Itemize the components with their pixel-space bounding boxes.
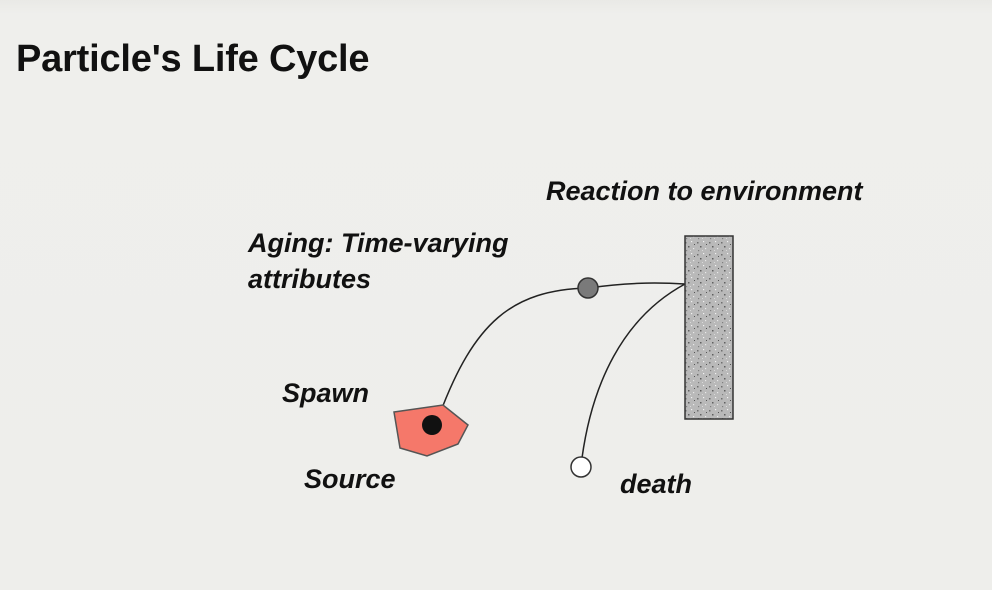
death-label: death <box>620 469 693 499</box>
spawn-particle <box>422 415 442 435</box>
slide-title: Particle's Life Cycle <box>16 38 370 80</box>
source-label: Source <box>304 464 396 494</box>
reaction-label: Reaction to environment <box>546 176 863 206</box>
death-particle <box>570 456 592 478</box>
trajectory-path-3 <box>581 283 686 459</box>
aging-label: Aging: Time-varying attributes <box>248 228 509 294</box>
trajectory-path-2 <box>587 282 686 289</box>
trajectory-path-1 <box>438 287 589 417</box>
environment-wall <box>684 235 734 420</box>
aging-particle <box>577 277 599 299</box>
spawn-label: Spawn <box>282 378 370 408</box>
